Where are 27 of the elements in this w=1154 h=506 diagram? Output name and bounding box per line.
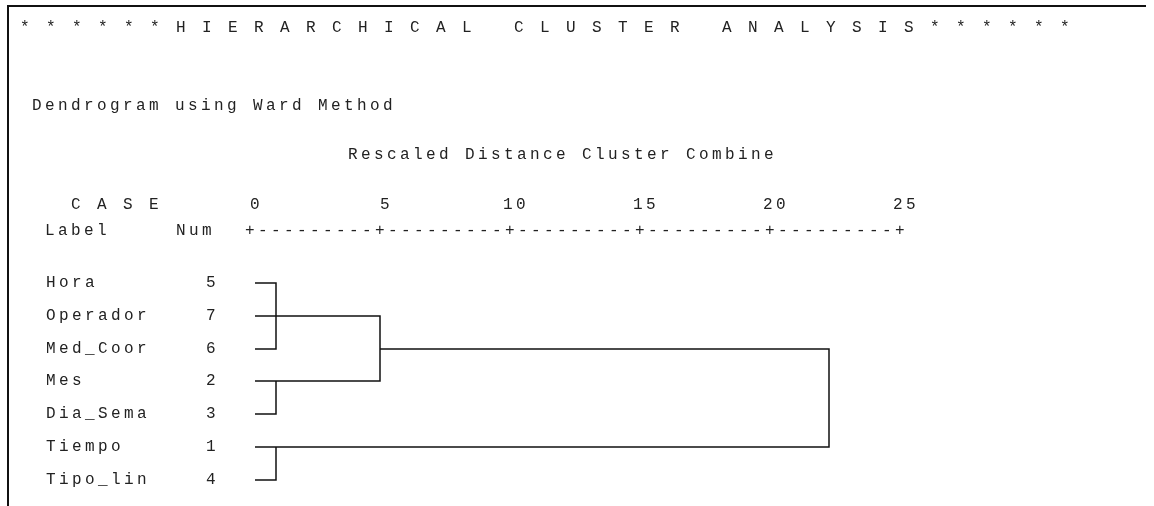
tick-label: 15 <box>633 196 659 214</box>
case-number: 4 <box>206 471 219 489</box>
column-header: Num <box>176 222 215 240</box>
case-number: 6 <box>206 340 219 358</box>
case-label: Med_Coor <box>46 340 150 358</box>
tick-label: 25 <box>893 196 919 214</box>
tick-label: 10 <box>503 196 529 214</box>
case-label: Mes <box>46 372 85 390</box>
case-number: 5 <box>206 274 219 292</box>
axis-title: Rescaled Distance Cluster Combine <box>348 146 778 164</box>
subtitle: Dendrogram using Ward Method <box>32 97 397 115</box>
tick-label: 5 <box>380 196 393 214</box>
tick-label: 20 <box>763 196 789 214</box>
case-number: 2 <box>206 372 219 390</box>
case-number: 3 <box>206 405 219 423</box>
case-label: Hora <box>46 274 98 292</box>
column-header: C A S E <box>71 196 162 214</box>
column-header: Label <box>45 222 110 240</box>
case-label: Dia_Sema <box>46 405 150 423</box>
case-number: 7 <box>206 307 219 325</box>
axis-scale: +---------+---------+---------+---------+---------+ <box>245 222 909 240</box>
report-title: * * * * * * H I E R A R C H I C A L C L U S T E R A N A L Y S I S * * * * * * <box>20 19 1074 37</box>
case-label: Tipo_lin <box>46 471 150 489</box>
tick-label: 0 <box>250 196 263 214</box>
case-number: 1 <box>206 438 219 456</box>
case-label: Operador <box>46 307 150 325</box>
case-label: Tiempo <box>46 438 124 456</box>
